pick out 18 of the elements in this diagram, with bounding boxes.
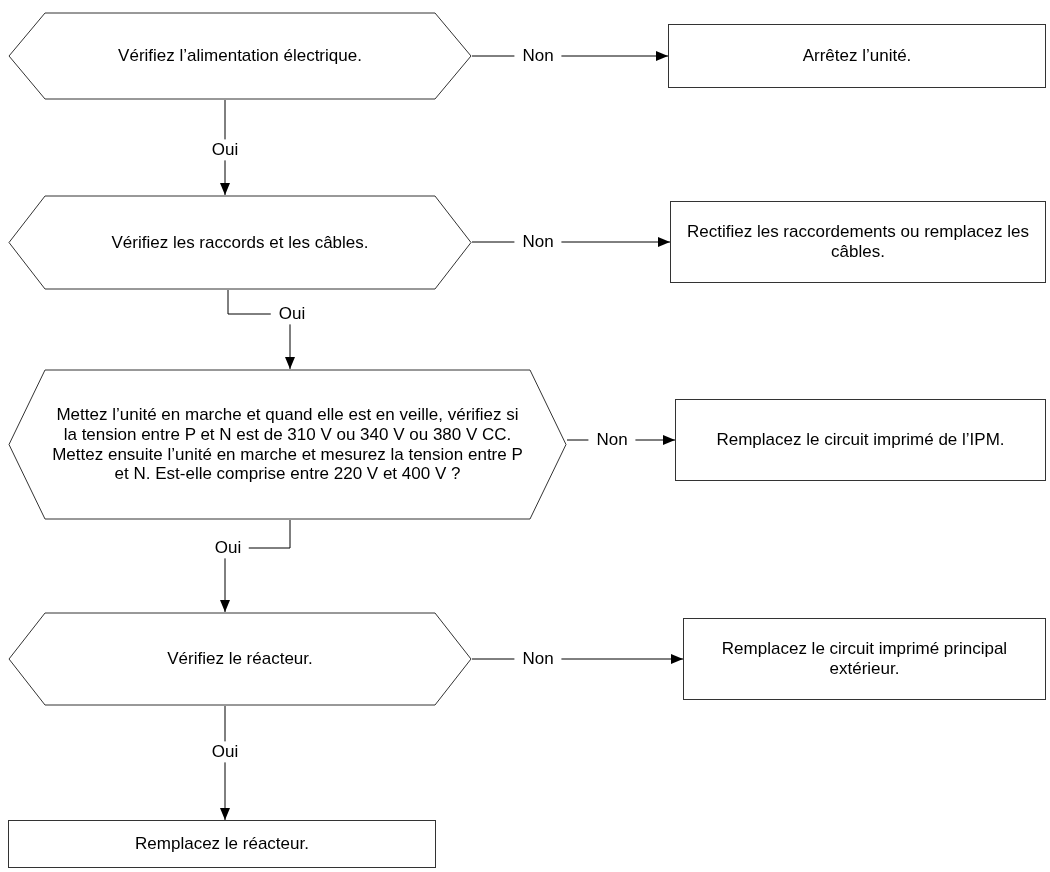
node-text: Remplacez le réacteur. (135, 834, 309, 854)
node-text: Arrêtez l’unité. (802, 46, 912, 66)
node-text: Remplacez le circuit imprimé de l’IPM. (716, 430, 1005, 450)
node-text: Vérifiez l’alimentation électrique. (118, 46, 362, 66)
node-text: Vérifiez les raccords et les câbles. (111, 232, 369, 253)
process-box (8, 820, 436, 868)
node-text: Rectifiez les raccordements ou remplacez les câbles. (686, 222, 1030, 262)
decision-hexagon (8, 612, 472, 706)
process-box (675, 399, 1046, 481)
node-text: Remplacez le circuit imprimé principal extérieur. (720, 639, 1009, 679)
node-text: Mettez l’unité en marche et quand elle est en veille, vérifiez si la tension entre P et N est de 310 V ou 340 V ou 380 V CC. Mettez ensuite l’unité en marche et mesurez la tension entre P et N. Est-elle comprise entre 220 V et 400 V ? (51, 405, 524, 484)
process-box (670, 201, 1046, 283)
process-box (668, 24, 1046, 88)
decision-hexagon (8, 369, 567, 520)
decision-hexagon (8, 195, 472, 290)
decision-hexagon (8, 12, 472, 100)
process-box (683, 618, 1046, 700)
node-text: Vérifiez le réacteur. (167, 649, 313, 669)
